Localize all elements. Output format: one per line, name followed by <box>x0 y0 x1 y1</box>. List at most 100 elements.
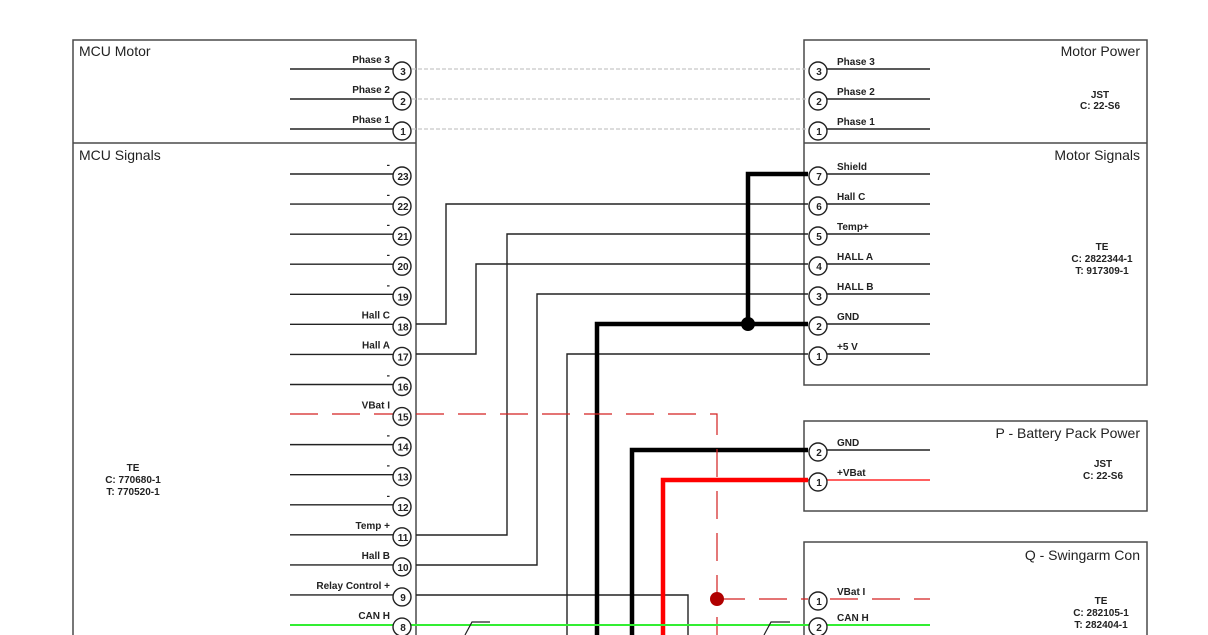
pin-mcu-motor-1[interactable]: Phase 11 <box>290 115 412 141</box>
junction-gnd-shield <box>741 317 755 331</box>
pin-circle <box>808 617 828 635</box>
pin-label: - <box>387 160 390 171</box>
mcu-block: MCU Motor MCU Signals TE C: 770680-1 T: … <box>72 39 417 635</box>
wire-motor-gnd[interactable] <box>594 321 808 635</box>
battery-manufacturer: JST <box>1094 459 1112 470</box>
pin-number: 23 <box>397 172 409 183</box>
pin-label: HALL A <box>837 252 873 263</box>
pin-number: 12 <box>397 503 409 514</box>
pin-label: Temp+ <box>837 222 869 233</box>
pin-label: Hall C <box>362 310 390 321</box>
battery-box <box>803 420 1148 512</box>
pin-mcu-signals-9[interactable]: Relay Control +9 <box>290 581 412 607</box>
pin-mcu-signals-23[interactable]: -23 <box>290 160 412 186</box>
pin-number: 6 <box>816 202 822 213</box>
pin-number: 19 <box>397 292 409 303</box>
pin-mcu-motor-3[interactable]: Phase 3 3 <box>290 55 412 81</box>
pin-circle <box>808 346 828 366</box>
pin-mcu-signals-10[interactable]: Hall B10 <box>290 551 412 577</box>
pin-circle <box>392 316 412 337</box>
pin-mcu-signals-18[interactable]: Hall C18 <box>290 310 412 337</box>
pin-label: VBat I <box>837 587 866 598</box>
motor-signals-title: Motor Signals <box>1054 147 1140 163</box>
wire-5v[interactable] <box>566 353 808 635</box>
pin-number: 2 <box>816 448 822 459</box>
pin-circle <box>808 121 828 141</box>
pin-motor-power-1[interactable]: Phase 11 <box>808 117 930 141</box>
pin-circle <box>392 256 412 276</box>
pin-circle <box>392 436 412 457</box>
pin-circle <box>392 121 412 141</box>
pin-motor-signals-4[interactable]: HALL A4 <box>808 252 930 276</box>
pin-number: 22 <box>397 202 409 213</box>
pin-number: 3 <box>400 67 406 78</box>
pin-motor-signals-1[interactable]: +5 V1 <box>808 342 930 366</box>
pin-label: Relay Control + <box>316 581 390 592</box>
pin-number: 7 <box>816 172 822 183</box>
pin-mcu-signals-16[interactable]: -16 <box>290 370 412 397</box>
pin-mcu-signals-22[interactable]: -22 <box>290 190 412 216</box>
pin-label: Phase 3 <box>352 55 390 66</box>
swingarm-manufacturer: TE <box>1095 596 1108 607</box>
pin-label: - <box>387 250 390 261</box>
pin-circle <box>392 557 412 577</box>
pin-mcu-signals-15[interactable]: VBat I15 <box>362 401 412 427</box>
pin-circle <box>392 346 412 367</box>
pin-circle <box>808 91 828 111</box>
pin-mcu-signals-14[interactable]: -14 <box>290 431 412 457</box>
pin-motor-signals-3[interactable]: HALL B3 <box>808 282 930 306</box>
pin-motor-signals-6[interactable]: Hall C6 <box>808 192 930 216</box>
mcu-manufacturer: TE <box>127 463 140 474</box>
pin-circle <box>392 61 412 81</box>
pin-number: 14 <box>397 443 409 454</box>
motor-power-manufacturer: JST <box>1091 90 1109 101</box>
pin-circle <box>808 166 828 186</box>
pin-mcu-signals-17[interactable]: Hall A17 <box>290 340 412 367</box>
swingarm-block: Q - Swingarm Con TE C: 282105-1 T: 28240… <box>803 541 1148 635</box>
pin-mcu-motor-2[interactable]: Phase 22 <box>290 85 412 111</box>
twisted-pair-marker <box>464 621 490 635</box>
wire-vbat-i[interactable] <box>416 413 718 635</box>
mcu-box <box>72 39 417 635</box>
battery-block: P - Battery Pack Power JST C: 22-S6 <box>803 420 1148 512</box>
pin-mcu-signals-11[interactable]: Temp +11 <box>290 521 412 547</box>
pin-circle <box>392 406 412 427</box>
pin-label: +VBat <box>837 468 866 479</box>
wire-shield[interactable] <box>745 171 808 324</box>
pin-label: GND <box>837 438 859 449</box>
motor-power-title: Motor Power <box>1061 43 1141 59</box>
wire-hall-a[interactable] <box>416 263 808 355</box>
pin-mcu-signals-12[interactable]: -12 <box>290 491 412 517</box>
pin-mcu-signals-21[interactable]: -21 <box>290 220 412 246</box>
pin-mcu-signals-19[interactable]: -19 <box>290 280 412 306</box>
pin-number: 13 <box>397 473 409 484</box>
pin-circle <box>808 196 828 216</box>
wires <box>290 68 930 635</box>
pin-number: 1 <box>816 597 822 608</box>
pin-battery-pack-2[interactable]: GND 2 <box>808 438 930 462</box>
pin-number: 20 <box>397 262 409 273</box>
pin-swingarm-1[interactable]: VBat I 1 <box>808 587 866 611</box>
wire-temp-plus[interactable] <box>416 233 808 536</box>
wire-hall-c[interactable] <box>416 203 808 325</box>
pin-circle <box>392 166 412 186</box>
wire-vbat[interactable] <box>660 477 808 635</box>
pin-label: - <box>387 491 390 502</box>
motor-signals-terminal: T: 917309-1 <box>1075 266 1129 277</box>
pin-motor-power-3[interactable]: Phase 33 <box>808 57 930 81</box>
pin-mcu-signals-20[interactable]: -20 <box>290 250 412 276</box>
mcu-connector-part: C: 770680-1 <box>105 475 161 486</box>
wire-battery-gnd[interactable] <box>629 447 808 635</box>
wire-hall-b[interactable] <box>416 293 808 566</box>
pin-label: VBat I <box>362 401 391 412</box>
pin-mcu-signals-13[interactable]: -13 <box>290 461 412 487</box>
pin-motor-power-2[interactable]: Phase 22 <box>808 87 930 111</box>
pin-mcu-signals-8[interactable]: CAN H8 <box>358 611 412 635</box>
battery-title: P - Battery Pack Power <box>996 425 1141 441</box>
pin-motor-signals-5[interactable]: Temp+5 <box>808 222 930 246</box>
wire-relay-control[interactable] <box>416 594 689 635</box>
pin-swingarm-2[interactable]: CAN H2 <box>808 613 869 635</box>
